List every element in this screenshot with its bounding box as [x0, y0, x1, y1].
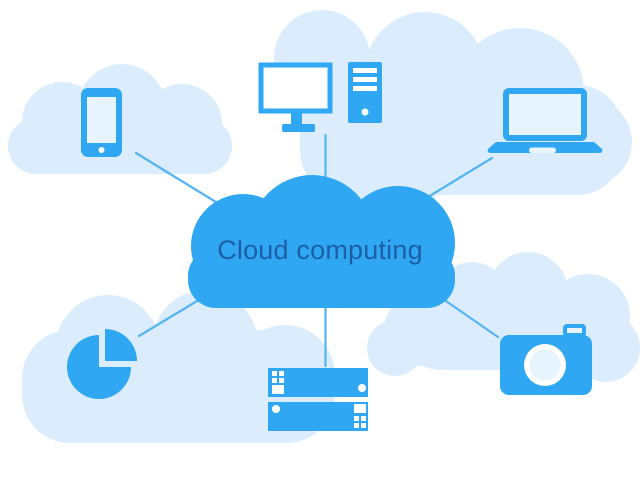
- desktop-computer-icon: [258, 62, 382, 132]
- camera-icon: [500, 324, 592, 395]
- tower-power-button: [361, 108, 369, 116]
- led-square: [361, 423, 366, 428]
- led-square: [279, 371, 284, 376]
- monitor-screen: [258, 62, 333, 114]
- laptop-screen: [503, 88, 587, 141]
- pie-chart-icon: [67, 329, 137, 399]
- camera-lens: [529, 349, 561, 381]
- led-square: [279, 378, 284, 383]
- connector-camera: [441, 297, 500, 339]
- laptop-icon: [487, 88, 603, 153]
- cloud-node: Cloud computing: [188, 175, 455, 308]
- server-unit-top: [268, 368, 368, 397]
- led-square: [272, 371, 277, 376]
- led-square: [354, 416, 359, 421]
- monitor-stand-base: [282, 124, 315, 132]
- tower-slot: [353, 86, 377, 91]
- tablet-icon: [81, 88, 122, 157]
- led-square: [272, 378, 277, 383]
- server-indicator: [358, 384, 366, 392]
- server-unit-bottom: [268, 402, 368, 431]
- connector-laptop: [426, 156, 494, 199]
- monitor-stand-neck: [291, 112, 302, 125]
- connector-lines: [134, 133, 500, 368]
- drive-bay: [354, 404, 366, 413]
- laptop-touchpad: [529, 147, 556, 153]
- cloud-node-label: Cloud computing: [217, 235, 423, 265]
- server-indicator: [272, 405, 280, 413]
- tablet-home-button: [98, 147, 105, 153]
- camera-viewfinder: [563, 324, 586, 337]
- server-rack-icon: [268, 368, 368, 431]
- pie-slice: [105, 329, 137, 361]
- connector-tablet: [134, 151, 226, 209]
- led-square: [354, 423, 359, 428]
- led-square: [361, 416, 366, 421]
- tower-slot: [353, 68, 377, 73]
- drive-bay: [272, 385, 284, 394]
- connector-pie-chart: [137, 296, 204, 338]
- pie-body: [67, 335, 131, 399]
- tablet-screen: [87, 97, 116, 143]
- tower-slot: [353, 77, 377, 82]
